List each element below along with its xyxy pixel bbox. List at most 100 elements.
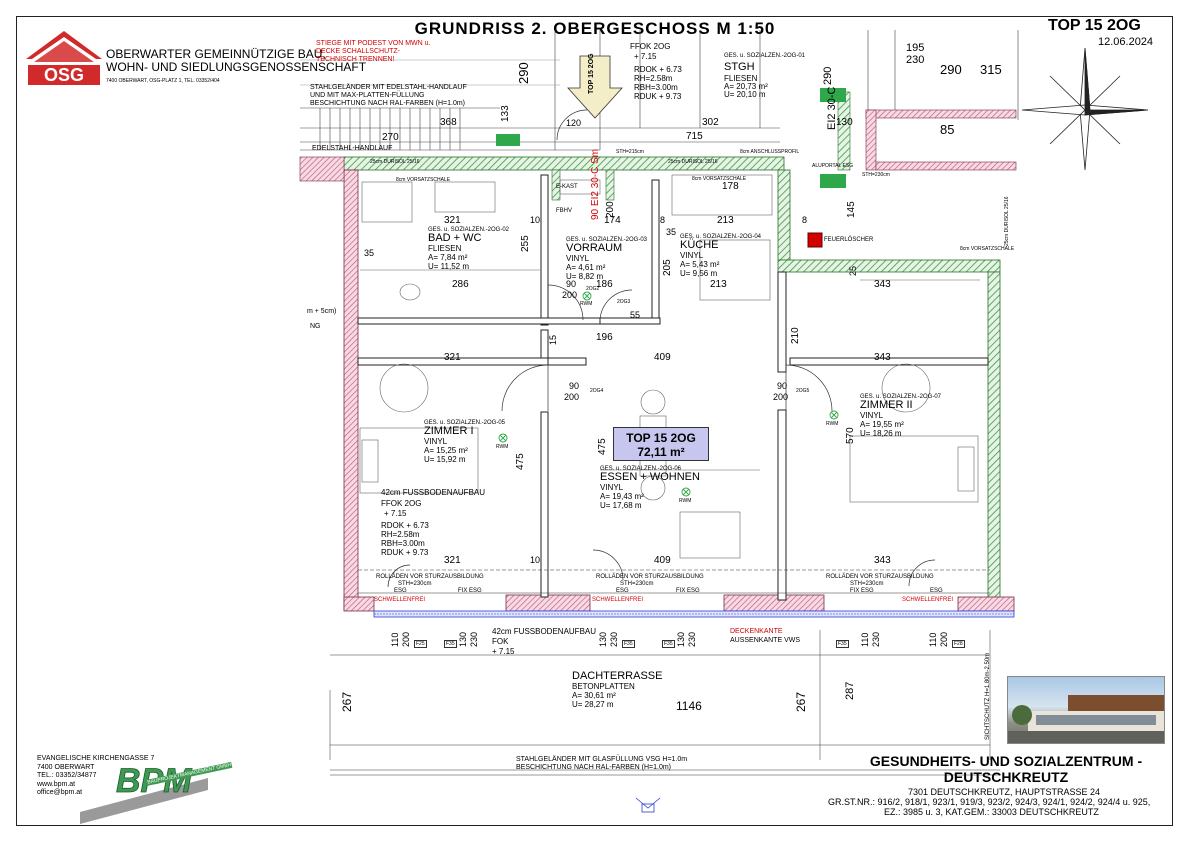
note-durisol-vert: 25cm DURISOL 25/16 [1004, 196, 1010, 246]
dim: 213 [717, 215, 734, 226]
dim: 178 [722, 181, 739, 192]
dim: 267 [794, 691, 808, 712]
note-sth-230: STH=230cm [862, 172, 890, 178]
dim: 210 [790, 327, 801, 344]
stgh-rduk: RDUK + 9.73 [634, 92, 682, 101]
top-badge-label: TOP 15 2OG [626, 431, 696, 445]
fixesg-2: FIX ESG [676, 588, 700, 594]
project-parcels: GR.ST.NR.: 916/2, 918/1, 923/1, 919/3, 9… [828, 797, 1151, 807]
dim: 213 [710, 279, 727, 290]
zimmer1-ffok: FFOK 2OG [381, 499, 422, 508]
dim: 343 [874, 555, 891, 566]
osg-company-name: OBERWARTER GEMEINNÜTZIGE BAU, WOHN- UND … [106, 48, 366, 74]
fok-label: FOK [492, 637, 509, 646]
osg-line1: OBERWARTER GEMEINNÜTZIGE BAU, [106, 47, 326, 61]
fok-value: + 7.15 [492, 647, 515, 656]
note-aluportal: ALUPORTAL ESG [812, 163, 854, 169]
door-4-w: 90 [777, 381, 788, 391]
exit-sign-icon [496, 134, 520, 146]
note-durisol-2: 25cm DURISOL 25/16 [668, 159, 718, 165]
dim: 286 [452, 279, 469, 290]
zimmer1-rbh: RBH=3.00m [381, 539, 425, 548]
bpm-contact: EVANGELISCHE KIRCHENGASSE 7 7400 OBERWAR… [37, 755, 155, 796]
dim: 475 [597, 438, 608, 455]
note-vorsatz-2: 8cm VORSATZSCHALE [692, 176, 747, 182]
dim: 130 [836, 117, 853, 128]
zimmer1-rdok: RDOK + 6.73 [381, 521, 429, 530]
dim: 15 [548, 334, 558, 345]
dim: 35 [666, 227, 677, 237]
stgh-ffok: FFOK 2OG [630, 42, 671, 51]
dim: 290 [516, 62, 531, 84]
room-dachterrasse: DACHTERRASSE BETONPLATTEN A= 30,61 m² U=… [572, 670, 663, 710]
stgh-perim: U= 20,10 m [724, 90, 766, 99]
top-id: TOP 15 2OG [1048, 17, 1141, 34]
room-vorraum: GES. u. SOZIALZEN.-2OG-03 VORRAUM VINYL … [566, 237, 648, 281]
dim: 186 [596, 279, 613, 290]
dim: 35 [364, 248, 375, 258]
note-glas-1: STAHLGELÄNDER MIT GLASFÜLLUNG VSG H=1.0m [516, 756, 688, 763]
osg-line2: WOHN- UND SIEDLUNGSGENOSSENSCHAFT [106, 60, 367, 74]
top-badge-area: 72,11 m² [637, 445, 685, 459]
dim: 321 [444, 215, 461, 226]
top-area-badge: TOP 15 2OG 72,11 m² [613, 427, 709, 461]
dim: 715 [686, 131, 703, 142]
dim: 321 [444, 555, 461, 566]
dim: 321 [444, 352, 461, 363]
osg-mark-text: OSG [44, 65, 84, 85]
entrance-arrow-icon [567, 55, 623, 119]
dim: 10 [530, 215, 541, 225]
rollaeden-3: ROLLÄDEN VOR STURZAUSBILDUNG [826, 574, 934, 580]
room-essen-wohnen: GES. u. SOZIALZEN.-2OG-06 ESSEN + WOHNEN… [600, 466, 700, 510]
door-3-w: 90 [569, 381, 580, 391]
deckenkante: DECKENKANTE [730, 628, 783, 635]
dim: 315 [980, 62, 1002, 77]
note-ng: NG [310, 323, 321, 330]
stgh-rh: RH=2.58m [634, 74, 673, 83]
exit-sign-icon [820, 174, 846, 188]
dim: 368 [440, 117, 457, 128]
sheet-date: 12.06.2024 [1098, 36, 1154, 48]
stgh-name: STGH [724, 61, 755, 73]
zimmer1-ffok-val: + 7.15 [384, 509, 407, 518]
dim: 267 [340, 691, 354, 712]
dim: 8 [660, 215, 666, 225]
door-3-tag: 2OG4 [590, 388, 604, 394]
zimmer1-rh: RH=2.58m [381, 530, 420, 539]
rwm-label: RWM [496, 444, 509, 450]
dim: 8 [802, 215, 808, 225]
note-ekast: E-KAST [556, 184, 578, 190]
project-title: GESUNDHEITS- UND SOZIALZENTRUM - DEUTSCH… [869, 753, 1143, 785]
note-vorsatz-1: 8cm VORSATZSCHALE [396, 177, 451, 183]
arrow-label: TOP 15 2OG [588, 53, 595, 94]
door-3-h: 200 [564, 392, 580, 402]
room-bad-wc: GES. u. SOZIALZEN.-2OG-02 BAD + WC FLIES… [428, 227, 510, 271]
note-gelaender-2: UND MIT MAX-PLATTEN-FÜLLUNG [310, 92, 425, 99]
sichtschutz: SICHTSCHUTZ H=1.80m-2.50m [985, 652, 991, 740]
note-vorsatz-right: 8cm VORSATZSCHALE [960, 246, 1015, 252]
dim: 290 [822, 66, 834, 85]
dim: 85 [940, 122, 955, 137]
dim: 570 [845, 427, 856, 444]
dim: 475 [515, 453, 526, 470]
door-4-h: 200 [773, 392, 789, 402]
note-stiege-3: TECHNISCH TRENNEN! [316, 56, 395, 63]
esg-2: ESG [616, 588, 629, 594]
dim: 302 [702, 117, 719, 128]
dim: 195 [906, 42, 925, 54]
dim: 343 [874, 352, 891, 363]
note-stiege-1: STIEGE MIT PODEST VON MWN u. [316, 40, 431, 47]
dim: 133 [500, 105, 511, 122]
dim: 55 [630, 310, 641, 320]
rwm-label: RWM [679, 498, 692, 504]
schwellenfrei-2: SCHWELLENFREI [592, 597, 644, 603]
sheet-title: GRUNDRISS 2. OBERGESCHOSS M 1:50 [414, 19, 776, 38]
note-sth-215: STH=215cm [616, 149, 644, 155]
dim: 287 [844, 681, 856, 700]
room-zimmer-1: GES. u. SOZIALZEN.-2OG-05 ZIMMER I VINYL… [424, 420, 506, 464]
schwellenfrei-3: SCHWELLENFREI [902, 597, 954, 603]
stgh-ffok-val: + 7.15 [634, 52, 657, 61]
dim: 409 [654, 352, 671, 363]
dim: 196 [596, 332, 613, 343]
dim: 120 [566, 118, 582, 128]
